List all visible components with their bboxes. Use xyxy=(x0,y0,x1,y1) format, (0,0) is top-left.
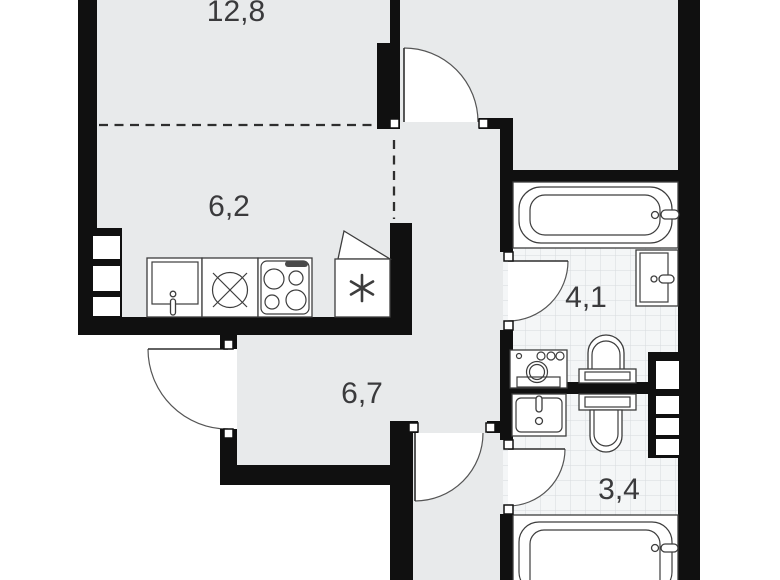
toilet-icon-top xyxy=(578,334,637,384)
vent-shaft-icon-right xyxy=(656,361,679,455)
room-label-kitchen: 6,2 xyxy=(208,190,250,223)
bathroom-sink-icon xyxy=(511,393,567,437)
toilet-icon-bottom xyxy=(578,393,637,453)
door-swing-icon-bedroom xyxy=(403,47,479,123)
doors xyxy=(147,47,569,507)
door-swing-icon-hall xyxy=(414,432,484,502)
room-label-bathroom-2: 3,4 xyxy=(598,473,640,506)
door-posts xyxy=(223,118,514,515)
walls xyxy=(78,0,700,580)
washing-machine-icon xyxy=(509,349,568,389)
bathtub-icon-top xyxy=(512,181,680,249)
door-swing-icon-bathroom-1 xyxy=(507,260,569,322)
fridge-icon xyxy=(334,229,393,318)
room-label-living: 12,8 xyxy=(207,0,265,28)
zone-divider-lines xyxy=(99,123,396,219)
bathtub-icon-bottom xyxy=(512,514,679,580)
door-swing-icon-bathroom-2 xyxy=(507,448,566,507)
door-swing-icon-entrance xyxy=(147,348,229,430)
room-label-bathroom-1: 4,1 xyxy=(565,281,607,314)
stove-icon xyxy=(257,257,313,318)
room-label-hallway: 6,7 xyxy=(341,377,383,410)
kitchen-sink-icon xyxy=(201,257,259,318)
kitchen-counter-sink-icon xyxy=(146,257,203,318)
snowflake-icon xyxy=(349,273,375,303)
vanity-sink-icon xyxy=(635,249,679,307)
vent-shaft-icon-left xyxy=(93,236,120,316)
room-labels: 12,8 6,2 6,7 4,1 3,4 xyxy=(207,0,640,506)
floor-hallway-left xyxy=(237,335,398,465)
